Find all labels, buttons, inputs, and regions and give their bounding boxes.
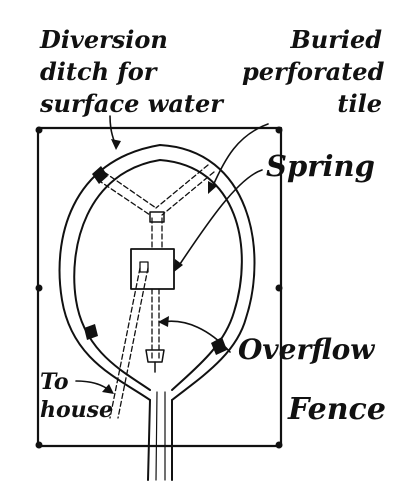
fence-posts <box>35 126 283 449</box>
perforated-tile <box>97 164 215 251</box>
leader-arrowheads <box>102 139 217 394</box>
label-fence-text: Fence <box>288 392 386 427</box>
label-buried-tile-line-3: tile <box>337 89 382 118</box>
label-diversion-ditch-line-3: surface water <box>40 89 223 118</box>
label-buried-tile: Buried perforated tile <box>242 24 385 120</box>
label-overflow-text: Overflow <box>238 333 375 366</box>
label-diversion-ditch: Diversion ditch for surface water <box>40 24 223 120</box>
label-buried-tile-line-1: Buried <box>290 25 382 54</box>
overflow-pipe <box>151 288 160 359</box>
label-to-house-line-1: To <box>40 369 69 395</box>
ditch-bands <box>84 166 227 355</box>
overflow-outlet <box>145 349 165 373</box>
label-fence: Fence <box>288 395 386 425</box>
spring-box <box>130 248 175 290</box>
diversion-ditch <box>58 144 256 481</box>
label-to-house: To house <box>40 368 113 424</box>
house-pipe-intake <box>139 261 149 273</box>
label-spring-text: Spring <box>266 149 375 183</box>
leader-lines <box>75 115 269 392</box>
label-buried-tile-line-2: perforated <box>242 57 385 86</box>
label-diversion-ditch-line-2: ditch for <box>40 57 157 86</box>
label-spring: Spring <box>266 152 375 181</box>
label-diversion-ditch-line-1: Diversion <box>40 25 168 54</box>
house-pipe <box>109 267 149 419</box>
label-to-house-line-2: house <box>40 397 114 423</box>
label-overflow: Overflow <box>238 336 374 364</box>
tile-junction <box>149 211 165 223</box>
